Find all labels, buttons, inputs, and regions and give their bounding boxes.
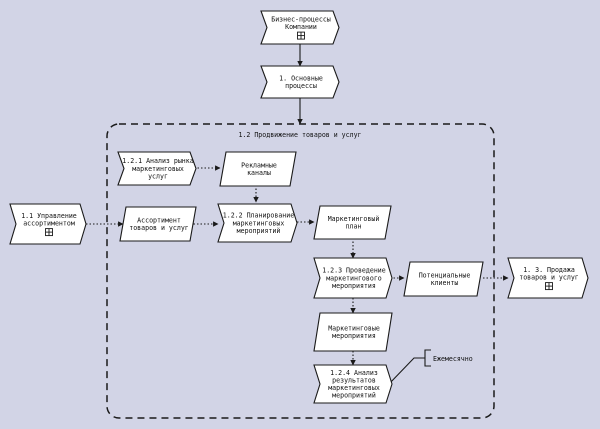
node-shape <box>403 261 484 297</box>
node-label-line: маркетинговых <box>328 384 380 392</box>
subprocess-grid-icon <box>45 228 53 237</box>
node-label-line: 1. 3. Продажа <box>523 266 575 274</box>
subprocess-grid-icon <box>297 31 305 40</box>
node-label-line: результатов <box>332 377 376 385</box>
node-label-line: товаров и услуг <box>129 224 189 232</box>
node-label-line: мероприятий <box>237 227 281 235</box>
node-label-line: ассортиментом <box>23 220 75 228</box>
node-label-line: 1. Основные <box>279 75 323 83</box>
node-label-line: мероприятий <box>332 392 376 400</box>
node-shape <box>313 205 392 240</box>
node-shape <box>117 151 197 186</box>
node-label-line: товаров и услуг <box>519 274 579 282</box>
node-shape <box>313 257 393 299</box>
node-shape <box>219 151 297 187</box>
node-label-line: Маркетинговый <box>328 215 380 223</box>
node-label-line: маркетингового <box>326 274 382 282</box>
node-shape <box>313 312 393 352</box>
node-label-line: план <box>346 223 362 231</box>
node-label-line: 1.2.1 Анализ рынка <box>122 157 193 165</box>
frame-title: 1.2 Продвижение товаров и услуг <box>238 131 361 139</box>
node-label-line: 1.2.3 Проведение <box>322 267 386 275</box>
node-shape <box>119 206 197 242</box>
node-label-line: 1.1 Управление <box>21 212 77 220</box>
node-label-line: 1.2.4 Анализ <box>330 369 378 377</box>
node-label-line: Потенциальные <box>419 272 471 280</box>
node-shape <box>9 203 87 245</box>
node-shape <box>217 203 298 243</box>
node-label-line: Бизнес-процессы <box>271 16 331 24</box>
annotation-bracket <box>424 349 431 367</box>
annotation-text: Ежемесячно <box>433 355 473 363</box>
node-shape <box>507 257 589 299</box>
node-shape <box>313 364 393 404</box>
node-label-line: Маркетинговые <box>328 325 380 333</box>
node-label-line: процессы <box>285 82 317 90</box>
subprocess-grid-icon <box>545 282 553 291</box>
node-label-line: маркетинговых <box>233 219 285 227</box>
node-label-line: мероприятия <box>332 332 376 340</box>
node-shape <box>260 65 340 99</box>
node-label-line: Рекламные <box>241 162 277 170</box>
node-shape <box>260 10 340 45</box>
node-label-line: Компании <box>285 23 317 31</box>
node-label-line: клиенты <box>431 279 459 287</box>
node-label-line: мероприятия <box>332 282 376 290</box>
node-label-line: Ассортимент <box>137 217 181 225</box>
node-label-line: 1.2.2 Планирование <box>223 212 294 220</box>
node-label-line: услуг <box>148 172 168 180</box>
annotation-connector <box>387 357 425 386</box>
node-label-line: маркетинговых <box>132 165 184 173</box>
connectors <box>86 44 509 386</box>
node-label-line: каналы <box>247 169 271 177</box>
